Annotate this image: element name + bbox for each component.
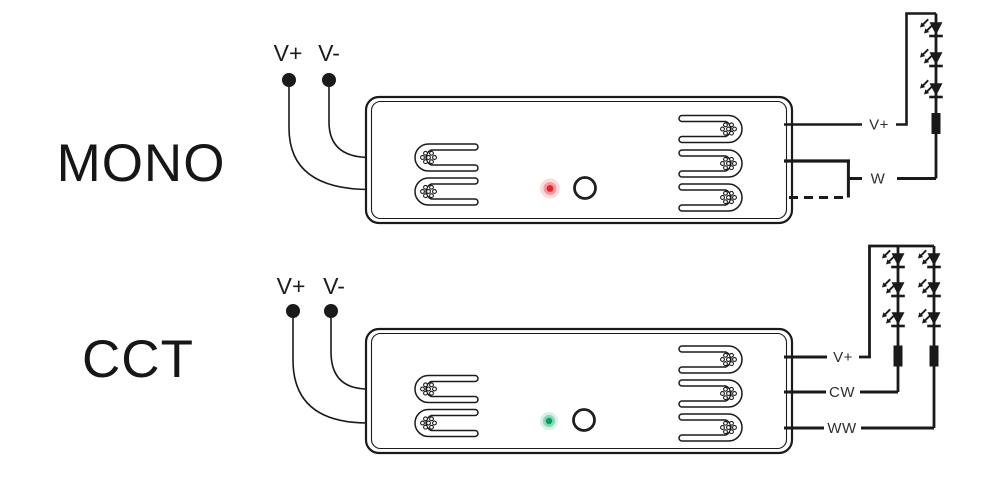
cct-cw-led-strip	[882, 246, 905, 392]
mono-section: MONO V+ V-	[57, 12, 943, 225]
resistor-icon	[931, 113, 941, 134]
mono-w-output-label: W	[871, 171, 886, 188]
mono-vplus-riser-wire	[896, 12, 936, 126]
cct-vminus-input-label: V-	[323, 273, 345, 299]
mono-vminus-wire-tip	[322, 73, 336, 87]
led-diode-icon	[882, 279, 905, 297]
mono-vminus-wire	[328, 87, 371, 159]
cct-cw-output-label: CW	[829, 384, 855, 401]
cct-power-input: V+ V-	[277, 273, 370, 433]
cct-vplus-output-label: V+	[833, 349, 853, 366]
cct-set-button-icon	[572, 408, 596, 432]
led-diode-icon	[920, 80, 943, 98]
cct-vminus-wire-tip	[324, 304, 338, 318]
cct-output-circuit: V+ CW WW	[784, 244, 941, 437]
resistor-icon	[893, 345, 903, 367]
cct-status-led-icon	[540, 412, 558, 430]
cct-vminus-wire	[330, 318, 369, 390]
mono-vplus-input-label: V+	[274, 40, 303, 66]
led-diode-icon	[918, 250, 941, 268]
cct-ww-output-label: WW	[827, 420, 857, 437]
led-diode-icon	[882, 309, 905, 327]
cct-section: CCT V+ V-	[82, 244, 941, 455]
mono-output-circuit: V+ W	[784, 12, 943, 199]
cct-vplus-wire	[292, 318, 369, 424]
led-diode-icon	[918, 309, 941, 327]
led-diode-icon	[882, 250, 905, 268]
mono-controller	[364, 95, 794, 225]
mono-status-led-icon	[540, 178, 560, 199]
led-diode-icon	[918, 279, 941, 297]
mono-led-strip	[920, 13, 943, 179]
mono-section-title: MONO	[57, 134, 226, 193]
led-diode-icon	[920, 49, 943, 67]
cct-vplus-wire-tip	[286, 304, 300, 318]
cct-controller	[364, 327, 794, 455]
mono-power-input: V+ V-	[274, 40, 371, 191]
cct-vplus-input-label: V+	[277, 273, 306, 299]
mono-vplus-wire	[288, 87, 371, 191]
mono-vplus-wire-tip	[282, 73, 296, 87]
mono-vplus-output-label: V+	[869, 117, 889, 134]
cct-section-title: CCT	[82, 330, 194, 389]
led-diode-icon	[920, 19, 943, 37]
cct-ww-led-strip	[918, 246, 941, 428]
mono-set-button-icon	[573, 176, 597, 200]
cct-vplus-riser-wire	[859, 244, 934, 359]
mono-vminus-input-label: V-	[318, 40, 340, 66]
resistor-icon	[929, 345, 939, 367]
